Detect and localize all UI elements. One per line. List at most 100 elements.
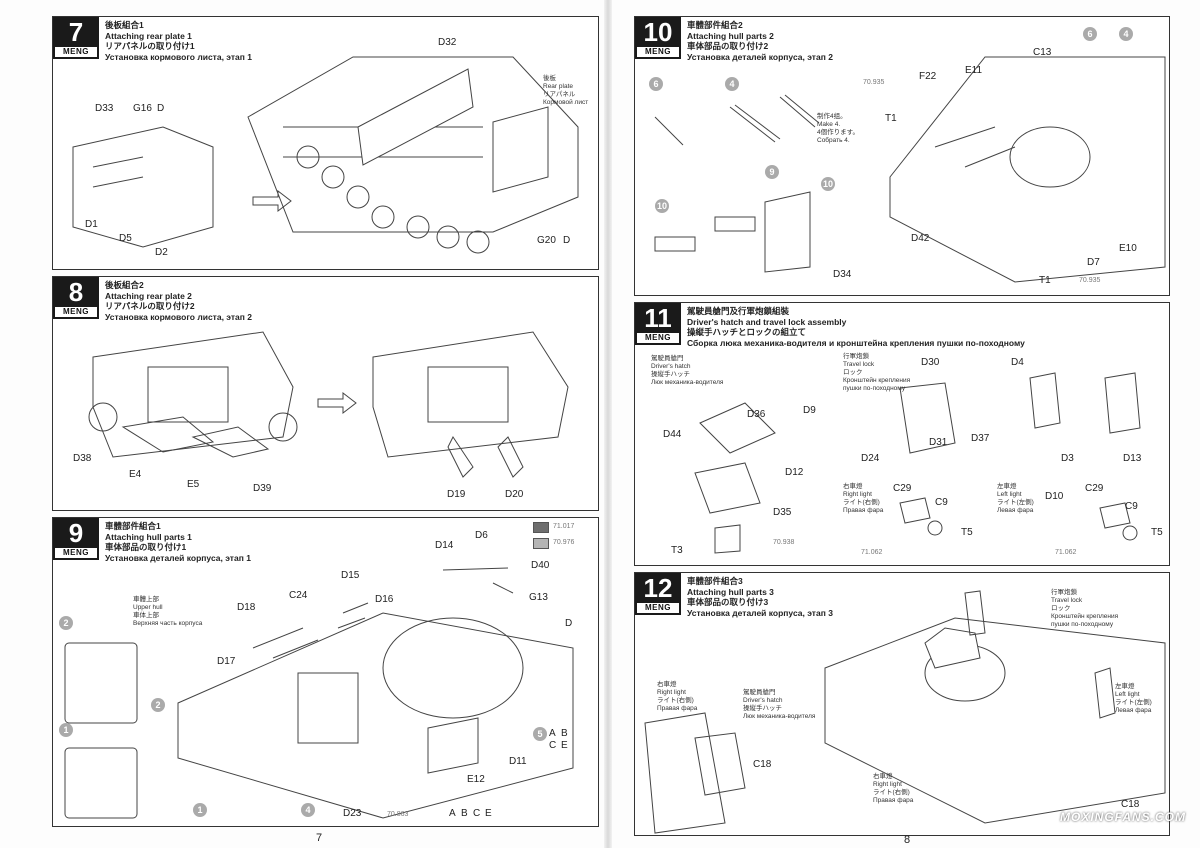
step-number: 8: [68, 277, 84, 307]
note-line: 制作4组。: [817, 113, 847, 120]
part-letter: E: [561, 740, 568, 751]
part-label: D4: [1011, 357, 1024, 368]
step-title: 車體部件組合2 Attaching hull parts 2 車体部品の取り付け…: [687, 20, 833, 62]
watermark: MOXINGFANS.COM: [1060, 810, 1187, 824]
part-label: D18: [237, 602, 256, 613]
note-line: Left light: [1115, 691, 1140, 698]
part-label: T5: [1151, 527, 1163, 538]
note-line: 4個作ります。: [817, 129, 859, 136]
note-line: Right light: [873, 781, 902, 788]
note-line: Кронштейн крепления: [843, 377, 911, 384]
step-7-drawing: [72, 56, 579, 254]
part-label: E12: [467, 774, 485, 785]
paint-code: 71.062: [1055, 549, 1077, 556]
note-line: ライト(左側): [1115, 699, 1152, 706]
book-spine: [604, 0, 612, 848]
part-label: C13: [1033, 47, 1052, 58]
part-label: F22: [919, 71, 937, 82]
part-label: T1: [1039, 275, 1051, 286]
part-label: E11: [965, 65, 983, 76]
note-line: 車體上部: [133, 596, 159, 603]
part-label: D33: [95, 103, 114, 114]
note-line: Правая фара: [873, 797, 914, 804]
step-9-panel: 9 MENG 車體部件組合1 Attaching hull parts 1 車体…: [52, 517, 599, 827]
part-label: D16: [375, 594, 394, 605]
option-circle: 10: [821, 177, 835, 191]
part-label: C24: [289, 590, 308, 601]
part-label: D7: [1087, 257, 1100, 268]
note-line: Левая фара: [1115, 707, 1152, 714]
page-number-right: 8: [904, 834, 911, 846]
note-line: 後板: [543, 75, 556, 82]
note-line: 駕駛員艙門: [651, 355, 684, 362]
part-label: D44: [663, 429, 682, 440]
step-number: 7: [68, 17, 84, 47]
title-cn: 車體部件組合1: [105, 521, 161, 531]
step-10-panel: 10 MENG 車體部件組合2 Attaching hull parts 2 車…: [634, 16, 1170, 296]
step-badge: 12 MENG: [635, 573, 681, 615]
part-letter: E: [485, 808, 492, 819]
title-ru: Установка деталей корпуса, этап 1: [105, 552, 251, 563]
step-badge: 10 MENG: [635, 17, 681, 59]
part-label: D6: [475, 530, 488, 541]
title-en: Attaching hull parts 2: [687, 30, 774, 41]
note-line: 車体上部: [133, 612, 159, 619]
part-label: D34: [833, 269, 852, 280]
part-label: D20: [505, 489, 524, 500]
part-label: D24: [861, 453, 880, 464]
note-line: Travel lock: [1051, 597, 1083, 604]
brand-logo: MENG: [55, 47, 97, 57]
option-circle: 2: [59, 616, 73, 630]
part-label: D: [157, 103, 165, 114]
part-label: D30: [921, 357, 940, 368]
note-line: ロック: [843, 369, 863, 376]
option-circle: 5: [533, 727, 547, 741]
paint-code: 71.017: [553, 523, 575, 530]
step-number: 10: [643, 17, 673, 47]
rear-plate-note: 後板 Rear plate リアパネル Кормовой лист: [543, 75, 588, 107]
paint-swatch-dark: [533, 522, 549, 533]
note-line: Люк механика-водителя: [651, 379, 724, 386]
step-12-panel: 12 MENG 車體部件組合3 Attaching hull parts 3 車…: [634, 572, 1170, 836]
note-line: Driver's hatch: [651, 363, 691, 370]
part-label: D36: [747, 409, 766, 420]
step-title: 車體部件組合1 Attaching hull parts 1 車体部品の取り付け…: [105, 521, 251, 563]
option-circle: 1: [193, 803, 207, 817]
title-ru: Установка кормового листа, этап 2: [105, 311, 252, 322]
right-light-note: 右車燈 Right light ライト(右側) Правая фара: [873, 773, 913, 805]
option-circle: 6: [1083, 27, 1097, 41]
note-line: 操縦手ハッチ: [651, 371, 690, 378]
step-title: 車體部件組合3 Attaching hull parts 3 車体部品の取り付け…: [687, 576, 833, 618]
step-11-panel: 11 MENG 駕駛員艙門及行軍炮鎖組裝 Driver's hatch and …: [634, 302, 1170, 566]
title-jp: 車体部品の取り付け1: [105, 542, 187, 552]
part-letter: C: [473, 808, 481, 819]
step-7-panel: 7 MENG 後板組合1 Attaching rear plate 1 リアパネ…: [52, 16, 599, 270]
title-cn: 後板組合2: [105, 280, 144, 290]
part-label: D12: [785, 467, 804, 478]
note-line: 右車燈: [657, 681, 677, 688]
part-letter: B: [461, 808, 468, 819]
part-label: G13: [529, 592, 548, 603]
note-line: リアパネル: [543, 91, 576, 98]
note-line: Rear plate: [543, 83, 573, 90]
part-label: D13: [1123, 453, 1142, 464]
step-badge: 7 MENG: [53, 17, 99, 59]
left-light-note: 左車燈 Left light ライト(左側) Левая фара: [1115, 683, 1152, 715]
paint-code: 70.935: [1079, 277, 1101, 284]
note-line: ライト(右側): [873, 789, 910, 796]
paint-swatch-light: [533, 538, 549, 549]
title-ru: Сборка люка механика-водителя и кронштей…: [687, 337, 1025, 348]
note-line: Right light: [843, 491, 872, 498]
note-line: пушки по-походному: [843, 385, 906, 392]
drivers-hatch-note: 駕駛員艙門 Driver's hatch 操縦手ハッチ Люк механика…: [651, 355, 723, 387]
part-label: T5: [961, 527, 973, 538]
part-label: D35: [773, 507, 792, 518]
title-cn: 後板組合1: [105, 20, 144, 30]
part-label: D39: [253, 483, 272, 494]
note-line: 右車燈: [843, 483, 863, 490]
part-label: C9: [935, 497, 948, 508]
title-en: Attaching rear plate 1: [105, 30, 192, 41]
part-label: D14: [435, 540, 454, 551]
note-line: Собрать 4.: [817, 137, 850, 144]
part-label: D37: [971, 433, 990, 444]
